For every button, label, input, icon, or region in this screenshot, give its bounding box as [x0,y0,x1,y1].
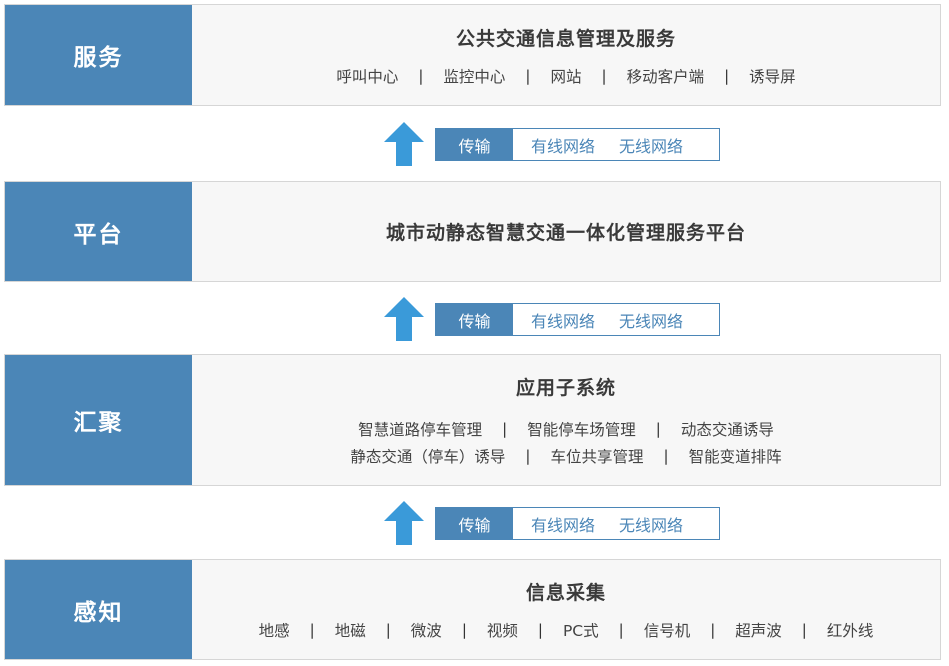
aggregation-item: 车位共享管理 [550,448,644,466]
sensing-item: 微波 [410,622,442,640]
separator: | [525,447,531,465]
separator: | [309,621,315,639]
sensing-item: 红外线 [826,622,874,640]
transport-connector-1: 传输 有线网络 无线网络 [384,122,724,166]
service-item: 移动客户端 [626,67,705,86]
transport-label: 传输 [436,304,513,335]
layer-body-service: 公共交通信息管理及服务 呼叫中心 | 监控中心 | 网站 | 移动客户端 | 诱… [192,5,940,105]
service-item: 网站 [550,67,582,86]
aggregation-items-row1: 智慧道路停车管理 | 智能停车场管理 | 动态交通诱导 [354,418,778,440]
transport-wireless: 无线网络 [619,515,684,535]
service-item: 呼叫中心 [336,67,399,86]
layer-label-service: 服务 [5,5,192,105]
separator: | [418,66,424,85]
aggregation-items-row2: 静态交通（停车）诱导 | 车位共享管理 | 智能变道排阵 [346,445,785,467]
transport-box: 传输 有线网络 无线网络 [435,303,720,336]
transport-wireless: 无线网络 [619,136,684,156]
aggregation-item: 动态交通诱导 [680,421,774,439]
separator: | [663,447,669,465]
transport-label: 传输 [436,129,513,160]
up-arrow-icon [384,297,424,341]
transport-wireless: 无线网络 [619,311,684,331]
layer-label-aggregation: 汇聚 [5,355,192,485]
platform-title: 城市动静态智慧交通一体化管理服务平台 [385,222,746,244]
separator: | [461,621,467,639]
sensing-title: 信息采集 [525,582,606,604]
transport-box: 传输 有线网络 无线网络 [435,128,720,161]
service-title: 公共交通信息管理及服务 [455,27,676,50]
transport-wired: 有线网络 [531,136,596,156]
separator: | [710,621,716,639]
service-items: 呼叫中心 | 监控中心 | 网站 | 移动客户端 | 诱导屏 [332,65,799,87]
aggregation-item: 智慧道路停车管理 [358,421,483,439]
layer-service: 服务 公共交通信息管理及服务 呼叫中心 | 监控中心 | 网站 | 移动客户端 … [4,4,941,106]
transport-box: 传输 有线网络 无线网络 [435,507,720,540]
up-arrow-icon [384,122,424,166]
separator: | [537,621,543,639]
sensing-item: PC式 [562,622,599,640]
separator: | [618,621,624,639]
transport-connector-2: 传输 有线网络 无线网络 [384,297,724,341]
sensing-item: 超声波 [735,622,782,640]
sensing-items: 地感 | 地磁 | 微波 | 视频 | PC式 | 信号机 | 超声波 | 红外… [255,619,878,641]
transport-connector-3: 传输 有线网络 无线网络 [384,501,724,545]
service-item: 监控中心 [443,67,506,86]
separator: | [655,420,661,438]
layer-body-aggregation: 应用子系统 智慧道路停车管理 | 智能停车场管理 | 动态交通诱导 静态交通（停… [192,355,940,485]
transport-label: 传输 [436,508,513,539]
service-item: 诱导屏 [749,67,796,86]
layer-body-sensing: 信息采集 地感 | 地磁 | 微波 | 视频 | PC式 | 信号机 | 超声波… [192,560,940,659]
aggregation-item: 静态交通（停车）诱导 [350,448,506,466]
layer-aggregation: 汇聚 应用子系统 智慧道路停车管理 | 智能停车场管理 | 动态交通诱导 静态交… [4,354,941,486]
layer-platform: 平台 城市动静态智慧交通一体化管理服务平台 [4,181,941,282]
layer-sensing: 感知 信息采集 地感 | 地磁 | 微波 | 视频 | PC式 | 信号机 | … [4,559,941,660]
layer-label-sensing: 感知 [5,560,192,659]
separator: | [724,66,730,85]
aggregation-title: 应用子系统 [515,377,616,399]
aggregation-item: 智能变道排阵 [688,448,782,466]
layer-label-platform: 平台 [5,182,192,281]
separator: | [525,66,531,85]
transport-wired: 有线网络 [531,515,596,535]
sensing-item: 视频 [486,622,518,640]
aggregation-item: 智能停车场管理 [527,421,636,439]
separator: | [385,621,391,639]
transport-wired: 有线网络 [531,311,596,331]
sensing-item: 地感 [258,622,290,640]
sensing-item: 信号机 [643,622,691,640]
separator: | [502,420,508,438]
sensing-item: 地磁 [334,622,366,640]
separator: | [801,621,807,639]
layer-body-platform: 城市动静态智慧交通一体化管理服务平台 [192,182,940,281]
separator: | [601,66,607,85]
up-arrow-icon [384,501,424,545]
